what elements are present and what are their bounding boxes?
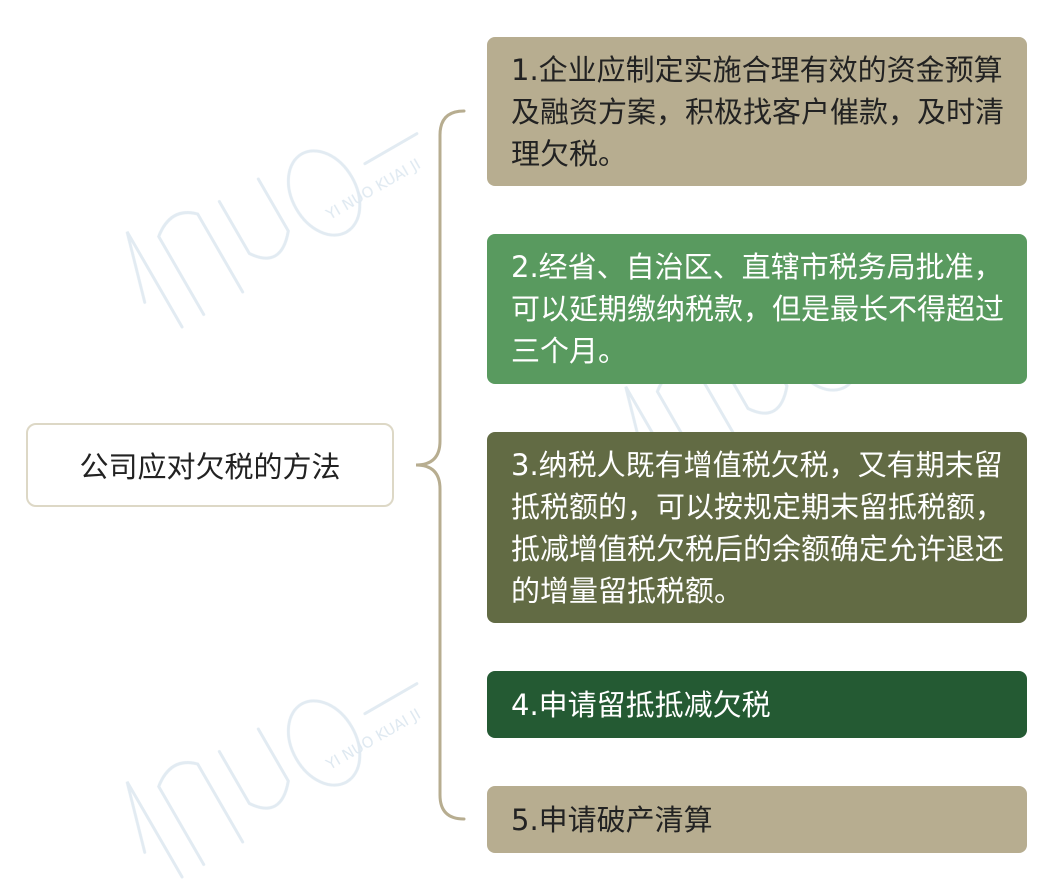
root-topic-node[interactable]: 公司应对欠税的方法 <box>26 423 394 507</box>
subtopic-label-4: 4.申请留抵抵减欠税 <box>511 687 771 722</box>
subtopic-node-4[interactable]: 4.申请留抵抵减欠税 <box>487 671 1027 738</box>
subtopic-node-1[interactable]: 1.企业应制定实施合理有效的资金预算及融资方案，积极找客户催款，及时清理欠税。 <box>487 37 1027 186</box>
subtopic-node-2[interactable]: 2.经省、自治区、直辖市税务局批准，可以延期缴纳税款，但是最长不得超过三个月。 <box>487 234 1027 384</box>
subtopic-node-5[interactable]: 5.申请破产清算 <box>487 786 1027 853</box>
subtopic-node-3[interactable]: 3.纳税人既有增值税欠税，又有期末留抵税额的，可以按规定期末留抵税额，抵减增值税… <box>487 432 1027 623</box>
subtopic-label-3: 3.纳税人既有增值税欠税，又有期末留抵税额的，可以按规定期末留抵税额，抵减增值税… <box>511 447 1005 608</box>
subtopic-label-5: 5.申请破产清算 <box>511 802 713 837</box>
root-topic-label: 公司应对欠税的方法 <box>79 450 341 484</box>
svg-text:YI NUO KUAI JI: YI NUO KUAI JI <box>322 155 424 224</box>
subtopic-label-2: 2.经省、自治区、直辖市税务局批准，可以延期缴纳税款，但是最长不得超过三个月。 <box>511 250 1005 368</box>
svg-text:YI NUO KUAI JI: YI NUO KUAI JI <box>322 705 424 774</box>
subtopic-label-1: 1.企业应制定实施合理有效的资金预算及融资方案，积极找客户催款，及时清理欠税。 <box>511 52 1005 171</box>
